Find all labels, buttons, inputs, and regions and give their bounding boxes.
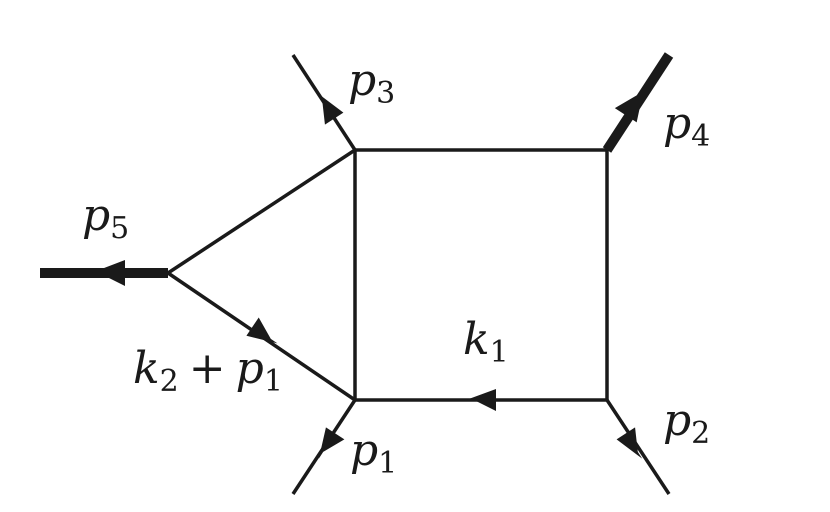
label-p1: p1 — [350, 425, 397, 481]
label-k2-plus-p1: k2+p1 — [133, 343, 283, 399]
label-k1: k1 — [463, 314, 509, 370]
arrow-p1-icon — [318, 427, 345, 459]
triangle-upper-propagator — [167, 148, 356, 275]
arrow-p2-icon — [616, 427, 643, 459]
label-p2: p2 — [663, 395, 710, 451]
arrow-k2-p1-icon — [246, 317, 278, 344]
arrow-k1-icon — [466, 389, 496, 411]
label-p4: p4 — [663, 98, 710, 154]
label-p5: p5 — [82, 190, 129, 246]
arrow-p4-icon — [614, 86, 645, 123]
arrow-p3-icon — [317, 93, 344, 125]
label-p3: p3 — [348, 55, 395, 111]
arrow-p5-icon — [91, 260, 125, 286]
external-leg-p2 — [605, 399, 671, 495]
